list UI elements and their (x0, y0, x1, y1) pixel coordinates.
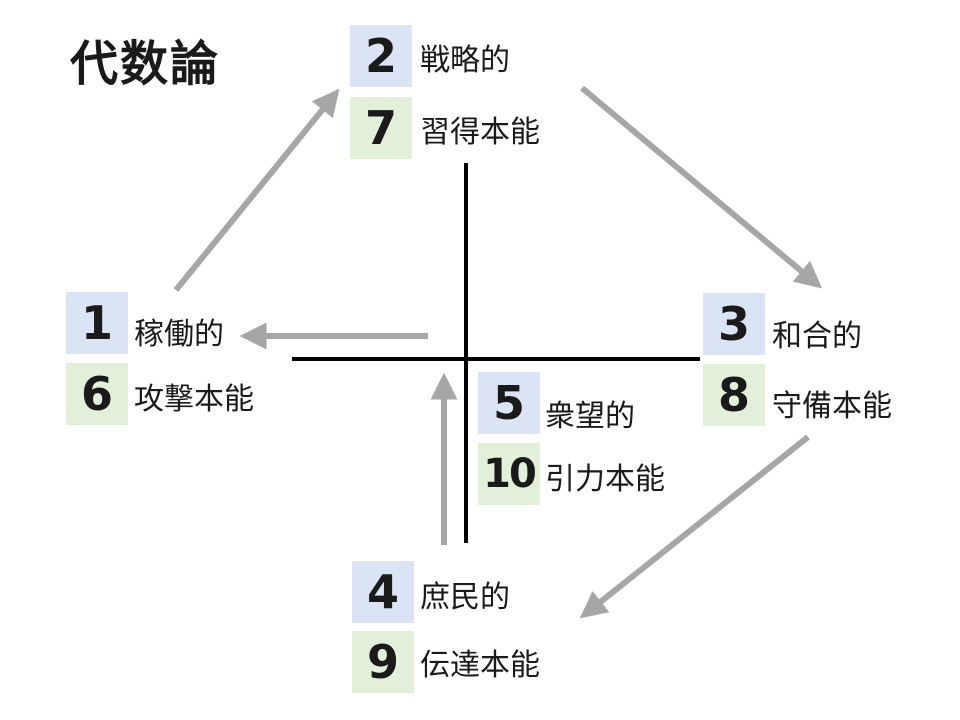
left-node-number-2: 6 (66, 363, 128, 425)
right-node-label-2: 守備本能 (772, 389, 892, 424)
bottom-node-label-2: 伝達本能 (420, 648, 540, 683)
right-node-number-1: 3 (703, 293, 765, 355)
bottom-node-number-1: 4 (352, 561, 414, 623)
center-node-number-1: 5 (478, 372, 540, 434)
bottom-node-number-2: 9 (352, 631, 414, 693)
arrow-top-to-right (580, 85, 823, 289)
bottom-node-label-1: 庶民的 (420, 580, 510, 615)
center-node-number-2: 10 (478, 443, 540, 505)
left-node-label-2: 攻撃本能 (134, 382, 254, 417)
right-node-label-1: 和合的 (772, 319, 862, 354)
left-node-label-1: 稼働的 (134, 317, 224, 352)
center-node-label-1: 衆望的 (545, 399, 635, 434)
page-title: 代数論 (70, 36, 221, 92)
right-node-number-2: 8 (703, 364, 765, 426)
left-node-number-1: 1 (66, 292, 128, 354)
center-node-label-2: 引力本能 (545, 462, 665, 497)
top-node-label-1: 戦略的 (420, 43, 510, 78)
top-node-number-2: 7 (350, 97, 412, 159)
arrow-right-to-bottom (579, 434, 810, 619)
top-node-number-1: 2 (350, 25, 412, 87)
top-node-label-2: 習得本能 (420, 115, 540, 150)
arrow-left-to-top (173, 88, 340, 292)
